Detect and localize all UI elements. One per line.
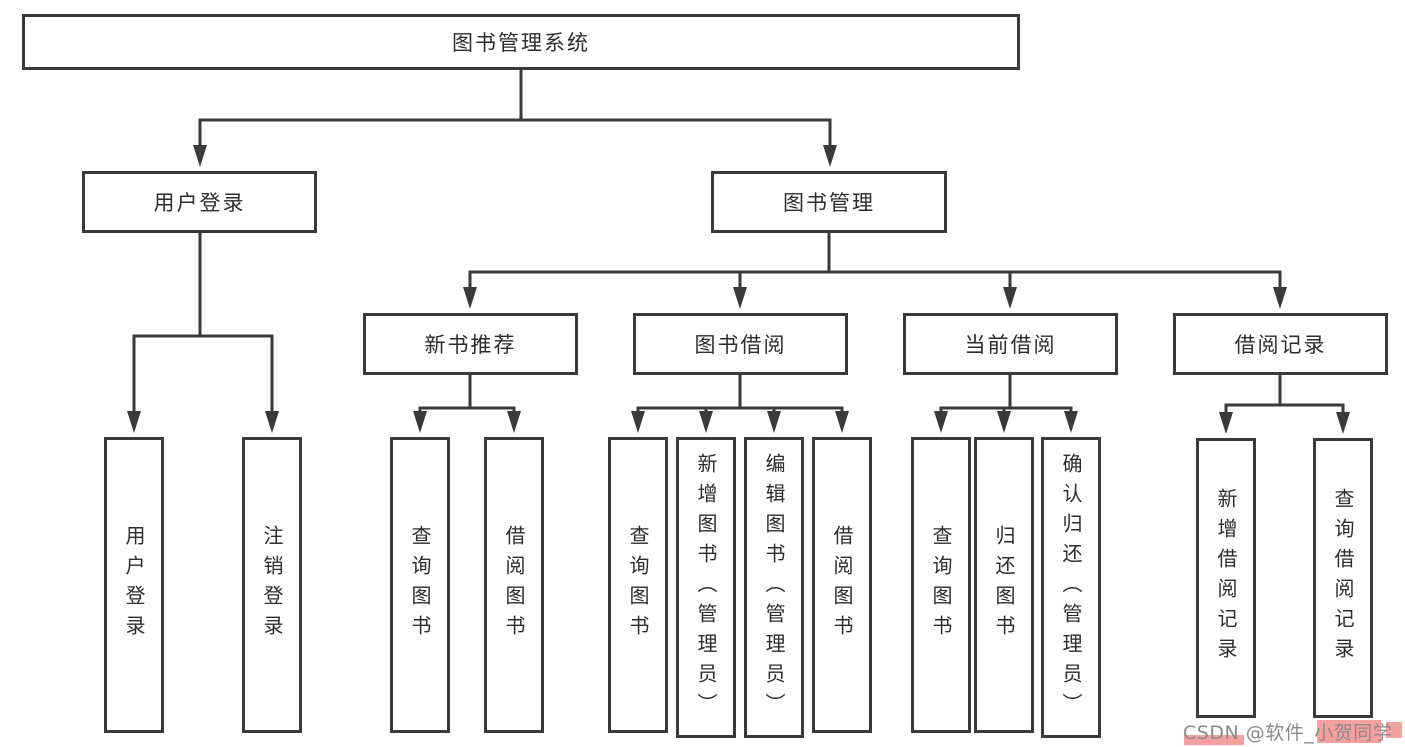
node-label: 图书管理系统 <box>452 31 590 55</box>
node-label: 确认归还（管理员） <box>1059 452 1083 723</box>
node-label: 查询图书 <box>408 525 432 645</box>
leaf-logout: 注销登录 <box>242 437 302 733</box>
node-book-borrow: 图书借阅 <box>633 313 848 375</box>
connector-current-borrow-children <box>939 373 1073 415</box>
arrow-down-icon <box>1003 287 1017 309</box>
arrow-down-icon <box>1273 287 1287 309</box>
arrow-down-icon <box>265 411 279 433</box>
node-label: 编辑图书（管理员） <box>762 452 786 723</box>
node-label: 查询借阅记录 <box>1331 488 1355 668</box>
connector-new-book-children <box>418 373 516 415</box>
arrow-down-icon <box>997 411 1011 433</box>
node-label: 图书管理 <box>783 191 875 215</box>
node-label: 新增图书（管理员） <box>694 452 718 723</box>
arrow-down-icon <box>733 287 747 309</box>
node-label: 借阅记录 <box>1234 333 1327 357</box>
arrow-down-icon <box>699 411 713 433</box>
arrow-down-icon <box>631 411 645 433</box>
node-library-system: 图书管理系统 <box>22 14 1020 70</box>
node-new-book-recommend: 新书推荐 <box>363 313 578 375</box>
node-current-borrow: 当前借阅 <box>903 313 1118 375</box>
node-book-management: 图书管理 <box>711 171 947 233</box>
node-label: 新书推荐 <box>424 333 517 357</box>
connector-user-login-children <box>132 231 274 415</box>
arrow-down-icon <box>767 411 781 433</box>
leaf-edit-book-admin: 编辑图书（管理员） <box>744 437 804 738</box>
node-label: 查询图书 <box>929 525 953 645</box>
connector-book-borrow-children <box>636 373 844 415</box>
arrow-down-icon <box>413 411 427 433</box>
arrowhead-icons <box>127 145 1350 434</box>
leaf-query-books-borrow: 查询图书 <box>608 437 668 733</box>
arrow-down-icon <box>1064 411 1078 433</box>
node-user-login: 用户登录 <box>82 171 317 233</box>
node-label: 借阅图书 <box>830 525 854 645</box>
connector-root-to-level2 <box>198 68 832 149</box>
watermark-highlight <box>1184 735 1244 745</box>
node-label: 注销登录 <box>260 525 284 645</box>
connector-borrow-record-children <box>1224 373 1345 416</box>
node-label: 新增借阅记录 <box>1214 488 1238 668</box>
arrow-down-icon <box>835 411 849 433</box>
leaf-user-login: 用户登录 <box>104 437 164 733</box>
leaf-add-borrow-record: 新增借阅记录 <box>1196 438 1256 718</box>
leaf-query-borrow-record: 查询借阅记录 <box>1313 438 1373 718</box>
arrow-down-icon <box>1336 412 1350 434</box>
node-label: 归还图书 <box>992 525 1016 645</box>
leaf-return-book: 归还图书 <box>974 437 1034 733</box>
leaf-query-books-current: 查询图书 <box>911 437 971 733</box>
node-borrow-record: 借阅记录 <box>1173 313 1388 375</box>
watermark-highlight <box>1386 722 1402 738</box>
watermark-highlight <box>1317 720 1381 743</box>
arrow-down-icon <box>193 145 207 167</box>
leaf-confirm-return-admin: 确认归还（管理员） <box>1041 437 1101 738</box>
node-label: 图书借阅 <box>694 333 787 357</box>
node-label: 借阅图书 <box>502 525 526 645</box>
node-label: 用户登录 <box>122 525 146 645</box>
arrow-down-icon <box>823 145 837 167</box>
node-label: 当前借阅 <box>964 333 1057 357</box>
arrow-down-icon <box>127 411 141 433</box>
leaf-query-books-recommend: 查询图书 <box>390 437 450 733</box>
node-label: 查询图书 <box>626 525 650 645</box>
arrow-down-icon <box>463 287 477 309</box>
arrow-down-icon <box>934 411 948 433</box>
connector-book-mgmt-to-level3 <box>468 231 1282 291</box>
node-label: 用户登录 <box>153 191 246 215</box>
arrow-down-icon <box>1219 412 1233 434</box>
arrow-down-icon <box>507 411 521 433</box>
leaf-borrow-books-recommend: 借阅图书 <box>484 437 544 733</box>
leaf-borrow-books: 借阅图书 <box>812 437 872 733</box>
watermark-text: CSDN @软件_小贺同学 <box>1183 722 1393 744</box>
leaf-add-book-admin: 新增图书（管理员） <box>676 437 736 738</box>
watermark: CSDN @软件_小贺同学 <box>1183 716 1405 747</box>
